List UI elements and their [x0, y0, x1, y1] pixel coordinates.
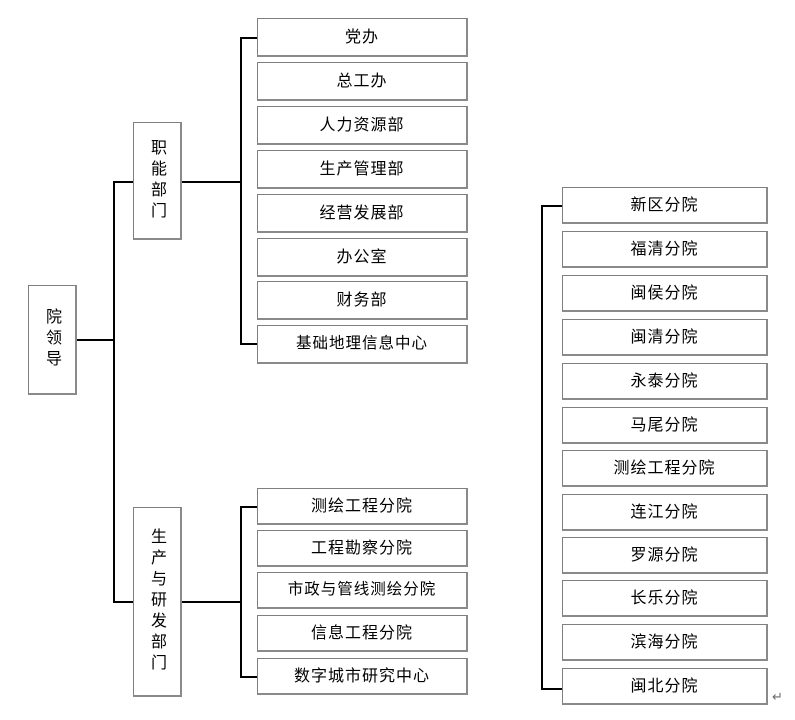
connector-root-stub — [77, 339, 115, 341]
node-production-item-0-label: 测绘工程分院 — [310, 496, 413, 516]
node-branch-item-7-label: 连江分院 — [630, 502, 699, 522]
node-production-item-2[interactable]: 市政与管线测绘分院 — [257, 572, 468, 609]
node-root-label: 院领导 — [43, 308, 62, 371]
node-branch-item-5-label: 马尾分院 — [630, 415, 699, 435]
connector-branches-bottom — [541, 688, 564, 690]
connector-production-stub — [182, 601, 242, 603]
node-branch-item-10-label: 滨海分院 — [630, 632, 699, 652]
node-root[interactable]: 院领导 — [28, 285, 77, 395]
node-branch-item-9[interactable]: 长乐分院 — [562, 580, 768, 617]
connector-production-top — [240, 506, 259, 508]
node-production-item-0[interactable]: 测绘工程分院 — [257, 488, 468, 525]
node-production-department-label: 生产与研发部门 — [148, 528, 167, 675]
node-branch-item-0[interactable]: 新区分院 — [562, 187, 768, 224]
node-functional-item-2-label: 人力资源部 — [319, 115, 405, 135]
node-functional-item-7[interactable]: 基础地理信息中心 — [257, 325, 468, 364]
node-functional-item-0[interactable]: 党办 — [257, 18, 468, 57]
node-branch-item-9-label: 长乐分院 — [630, 588, 699, 608]
node-branch-item-0-label: 新区分院 — [630, 195, 699, 215]
connector-trunk-to-production — [113, 601, 135, 603]
node-functional-item-6-label: 财务部 — [336, 290, 388, 310]
node-branch-item-1[interactable]: 福清分院 — [562, 231, 768, 268]
node-branch-item-2[interactable]: 闽侯分院 — [562, 275, 768, 312]
node-functional-item-3[interactable]: 生产管理部 — [257, 150, 468, 189]
node-functional-item-4-label: 经营发展部 — [319, 203, 405, 223]
connector-trunk-to-functional — [113, 181, 135, 183]
node-production-item-2-label: 市政与管线测绘分院 — [287, 580, 437, 599]
connector-functional-top — [240, 37, 259, 39]
node-branch-item-11-label: 闽北分院 — [630, 676, 699, 696]
node-branch-item-8[interactable]: 罗源分院 — [562, 537, 768, 574]
paragraph-mark: ↵ — [772, 690, 783, 705]
node-production-item-4[interactable]: 数字城市研究中心 — [257, 658, 468, 695]
node-production-item-4-label: 数字城市研究中心 — [293, 666, 430, 686]
node-branch-item-4-label: 永泰分院 — [630, 371, 699, 391]
connector-production-bottom — [240, 676, 259, 678]
node-functional-item-2[interactable]: 人力资源部 — [257, 106, 468, 145]
node-functional-item-7-label: 基础地理信息中心 — [295, 334, 428, 353]
node-functional-item-4[interactable]: 经营发展部 — [257, 194, 468, 233]
connector-functional-stub — [182, 181, 242, 183]
node-branch-item-2-label: 闽侯分院 — [630, 283, 699, 303]
node-production-item-3-label: 信息工程分院 — [310, 623, 413, 643]
node-production-item-1-label: 工程勘察分院 — [310, 538, 413, 558]
node-branch-item-11[interactable]: 闽北分院 — [562, 668, 768, 705]
node-branch-item-6[interactable]: 测绘工程分院 — [562, 450, 768, 487]
connector-functional-trunk — [240, 37, 242, 345]
connector-branches-trunk — [541, 205, 543, 690]
connector-functional-bottom — [240, 343, 259, 345]
node-production-item-1[interactable]: 工程勘察分院 — [257, 530, 468, 567]
node-branch-item-4[interactable]: 永泰分院 — [562, 363, 768, 400]
node-production-item-3[interactable]: 信息工程分院 — [257, 615, 468, 652]
connector-production-trunk — [240, 506, 242, 678]
node-branch-item-5[interactable]: 马尾分院 — [562, 407, 768, 444]
connector-main-trunk — [113, 181, 115, 603]
node-branch-item-6-label: 测绘工程分院 — [613, 458, 716, 478]
node-functional-item-5[interactable]: 办公室 — [257, 238, 468, 277]
node-branch-item-7[interactable]: 连江分院 — [562, 494, 768, 531]
node-branch-item-3[interactable]: 闽清分院 — [562, 319, 768, 356]
node-functional-item-6[interactable]: 财务部 — [257, 281, 468, 320]
node-branch-item-10[interactable]: 滨海分院 — [562, 624, 768, 661]
node-branch-item-1-label: 福清分院 — [630, 239, 699, 259]
node-functional-item-3-label: 生产管理部 — [319, 159, 405, 179]
node-functional-department[interactable]: 职能部门 — [133, 122, 182, 240]
node-production-department[interactable]: 生产与研发部门 — [133, 507, 182, 697]
node-functional-department-label: 职能部门 — [148, 138, 167, 223]
node-functional-item-1-label: 总工办 — [336, 71, 388, 91]
node-functional-item-5-label: 办公室 — [336, 247, 388, 267]
node-functional-item-0-label: 党办 — [344, 27, 379, 47]
connector-branches-top — [541, 205, 564, 207]
node-branch-item-8-label: 罗源分院 — [630, 545, 699, 565]
node-functional-item-1[interactable]: 总工办 — [257, 62, 468, 101]
node-branch-item-3-label: 闽清分院 — [630, 327, 699, 347]
